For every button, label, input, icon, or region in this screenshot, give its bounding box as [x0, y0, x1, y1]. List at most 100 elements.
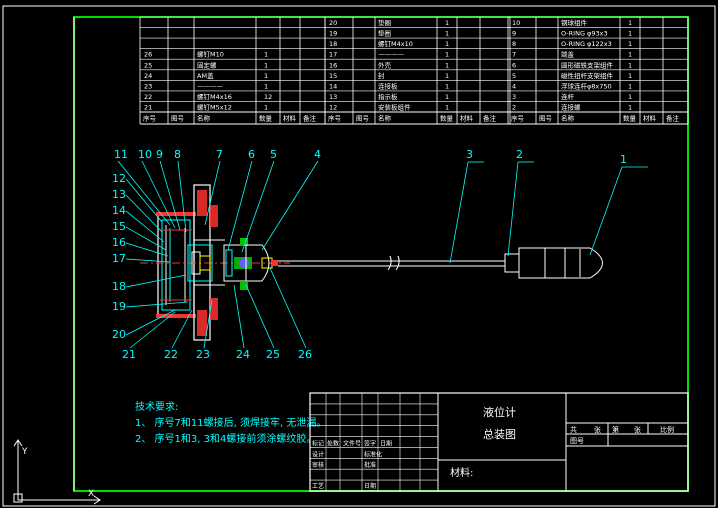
bom-right-no-1: 9 [512, 30, 516, 38]
tb-right-header-3: 张 [634, 425, 641, 434]
bom-right-name-0: 钢球组件 [561, 18, 588, 27]
bom-left-no-5: 21 [144, 104, 152, 112]
bom-left-name-2: AM盖 [197, 71, 214, 80]
bom-mid-no-6: 14 [329, 82, 337, 90]
bom-mid-name-6: 连接板 [378, 81, 398, 90]
svg-text:X: X [88, 489, 94, 499]
ucs-icon: Y X [13, 439, 101, 505]
notes-line-2: 2、 序号1和3, 3和4螺接前须涂螺纹胶。 [135, 432, 316, 445]
technical-notes: 技术要求: 1、 序号7和11螺接后, 须焊接牢, 无泄漏。 2、 序号1和3,… [135, 400, 326, 445]
tb-header-1: 处数 [327, 439, 339, 447]
bom-left-header-4: 材料 [283, 114, 297, 123]
bom-mid-qty-7: 1 [445, 93, 449, 101]
tb-right-row-0: 图号 [570, 437, 584, 445]
tb-role-1: 审核 [312, 461, 324, 469]
bom-mid-qty-4: 1 [445, 61, 449, 69]
bom-left-name-4: 螺钉M4x16 [197, 92, 232, 101]
bom-mid-name-2: 螺钉M4x10 [378, 39, 413, 48]
callout-19: 19 [112, 300, 126, 313]
bom-right-name-1: O-RING φ93x3 [561, 30, 608, 38]
callout-4: 4 [314, 148, 321, 161]
bom-left-name-1: 固定螺 [197, 60, 217, 69]
bom-mid-name-0: 垫圈 [378, 18, 391, 27]
bom-mid-name-1: 垫圈 [378, 29, 391, 38]
bom-right-header-2: 名称 [561, 114, 575, 123]
bom-right-no-3: 7 [512, 51, 516, 59]
tb-header-0: 标记 [312, 439, 324, 447]
pivot-ball [239, 258, 249, 268]
bom-mid-qty-1: 1 [445, 30, 449, 38]
tb-right-header-0: 共 [570, 425, 577, 434]
rod-connector [504, 253, 520, 273]
bom-left-name-5: 螺钉M5x12 [197, 103, 232, 112]
bom-mid-qty-8: 1 [445, 104, 449, 112]
bom-right-no-4: 6 [512, 61, 516, 69]
svg-text:Y: Y [21, 447, 28, 457]
tb-header-3: 签字 [364, 439, 376, 447]
bom-mid-header-5: 备注 [483, 114, 497, 123]
bom-mid-name-3: ———— [378, 51, 405, 59]
bom-right-no-6: 4 [512, 82, 516, 90]
o-ring-bottom [156, 314, 196, 318]
bom-right-name-6: 浮球连杆φ8x750 [561, 81, 612, 90]
bom-left-qty-0: 1 [264, 51, 268, 59]
bom-mid-header-4: 材料 [460, 114, 474, 123]
bom-mid-qty-6: 1 [445, 82, 449, 90]
tb-role-right-0: 标准化 [364, 450, 382, 458]
bom-mid-name-8: 安装板组件 [378, 103, 411, 112]
bom-mid-header-0: 序号 [328, 114, 342, 123]
bom-left-no-0: 26 [144, 51, 152, 59]
bom-mid-no-0: 20 [329, 19, 337, 27]
callout-3: 3 [466, 148, 473, 161]
callout-24: 24 [236, 348, 250, 361]
callout-16: 16 [112, 236, 126, 249]
bom-right-name-8: 连接螺 [561, 103, 581, 112]
bom-left-header-3: 数量 [259, 114, 273, 123]
bom-mid-header-1: 图号 [356, 115, 370, 123]
drawing-subtitle: 总装图 [483, 427, 516, 441]
outer-frame [2, 5, 716, 507]
callout-8: 8 [174, 148, 181, 161]
break-symbol [387, 255, 400, 271]
bom-left-header-2: 名称 [197, 114, 211, 123]
bom-mid-no-2: 18 [329, 40, 337, 48]
bom-mid-no-4: 16 [329, 61, 337, 69]
bom-mid-qty-0: 1 [445, 19, 449, 27]
bom-right-header-3: 数量 [623, 114, 637, 123]
bom-right-qty-6: 1 [628, 82, 632, 90]
bom-right-qty-4: 1 [628, 61, 632, 69]
bom-right-qty-1: 1 [628, 30, 632, 38]
callout-7: 7 [216, 148, 223, 161]
bom-mid-no-3: 17 [329, 51, 337, 59]
callout-21: 21 [122, 348, 136, 361]
bom-right-no-7: 3 [512, 93, 516, 101]
tb-header-4: 日期 [380, 439, 392, 447]
callout-18: 18 [112, 280, 126, 293]
tb-role-2: 工艺 [312, 482, 324, 490]
bom-right-header-0: 序号 [511, 114, 525, 123]
bom-mid-no-8: 12 [329, 104, 337, 112]
bom-right-qty-5: 1 [628, 72, 632, 80]
material-label: 材料: [450, 466, 473, 479]
magnet-bottom [240, 282, 248, 290]
bom-right-name-3: 端盖 [561, 50, 575, 59]
bom-right-qty-8: 1 [628, 104, 632, 112]
callout-11: 11 [114, 148, 128, 161]
callout-9: 9 [156, 148, 163, 161]
housing-inner [161, 219, 191, 311]
bom-right-qty-7: 1 [628, 93, 632, 101]
tb-right-header-4: 比例 [660, 425, 674, 434]
bom-right-no-0: 10 [512, 19, 520, 27]
bom-left-name-0: 螺钉M10 [197, 50, 224, 59]
callout-6: 6 [248, 148, 255, 161]
bom-right-no-2: 8 [512, 40, 516, 48]
bom-mid-header-3: 数量 [440, 114, 454, 123]
bom-left-no-2: 24 [144, 72, 152, 80]
callout-26: 26 [298, 348, 312, 361]
bom-right-name-7: 连杆 [561, 92, 575, 101]
callout-10: 10 [138, 148, 152, 161]
bom-left-qty-1: 1 [264, 61, 268, 69]
bom-left-qty-5: 1 [264, 104, 268, 112]
